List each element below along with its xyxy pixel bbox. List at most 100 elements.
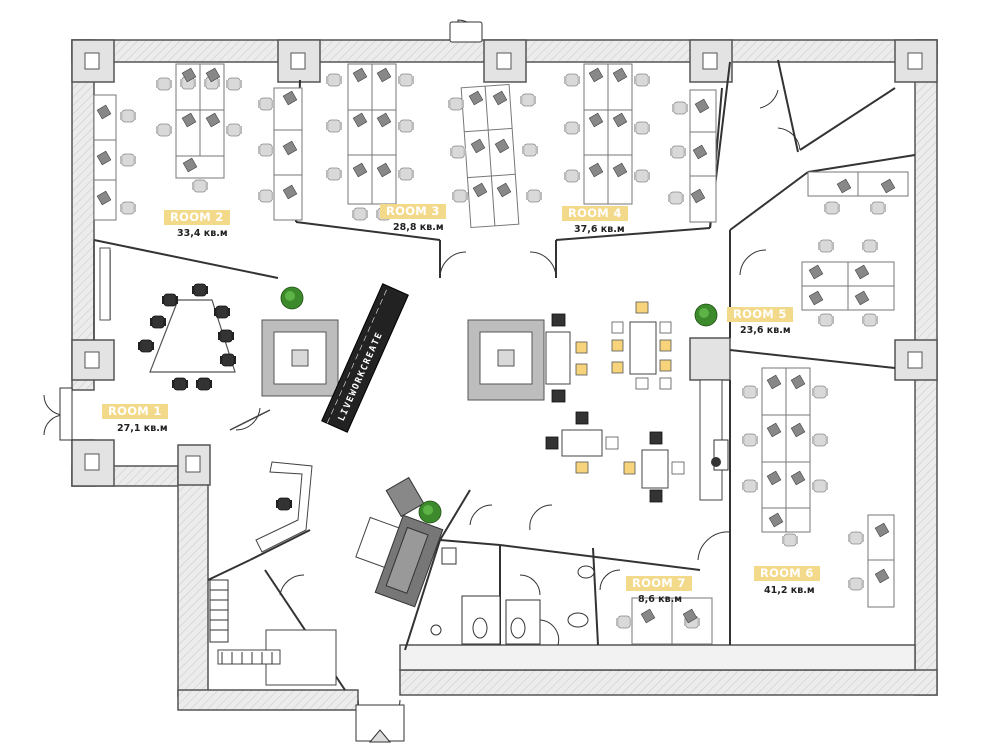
monitor <box>496 182 512 198</box>
chair <box>848 577 864 591</box>
chair <box>742 385 758 399</box>
room-6-tag: ROOM 6 <box>754 566 820 581</box>
chair <box>450 145 466 159</box>
monitor <box>612 67 628 83</box>
monitor <box>836 178 852 194</box>
monitor <box>790 470 806 486</box>
chair <box>670 145 686 159</box>
chair <box>526 189 542 203</box>
chair <box>156 77 172 91</box>
monitor <box>766 374 782 390</box>
chair <box>564 169 580 183</box>
monitor <box>588 162 604 178</box>
wall-left-upper <box>71 39 95 391</box>
room-4-area: 37,6 кв.м <box>574 224 625 235</box>
chair <box>156 123 172 137</box>
monitor <box>682 608 698 624</box>
chair <box>616 615 632 629</box>
chair <box>120 109 136 123</box>
chair <box>352 207 368 221</box>
room-4-tag: ROOM 4 <box>562 206 628 221</box>
chair <box>812 385 828 399</box>
monitor <box>352 67 368 83</box>
monitor <box>588 112 604 128</box>
chair <box>818 313 834 327</box>
chair <box>672 101 688 115</box>
monitor <box>766 470 782 486</box>
room3-desks <box>347 63 520 229</box>
chair <box>564 121 580 135</box>
monitor <box>282 90 298 106</box>
monitor <box>854 290 870 306</box>
monitor <box>494 138 510 154</box>
wall-left-inner <box>177 465 209 697</box>
monitor <box>690 188 706 204</box>
chair <box>452 189 468 203</box>
chair <box>812 433 828 447</box>
wall-bottom-ledge <box>399 644 916 671</box>
monitor <box>694 98 710 114</box>
monitor <box>96 150 112 166</box>
reception <box>217 461 403 686</box>
room-2-area: 33,4 кв.м <box>177 228 228 239</box>
monitor <box>468 90 484 106</box>
chair <box>326 119 342 133</box>
monitor <box>768 512 784 528</box>
chair-dark <box>172 377 188 391</box>
monitor <box>588 67 604 83</box>
chair <box>326 73 342 87</box>
chair <box>192 179 208 193</box>
wall-bottom-right <box>399 669 938 696</box>
room-7-tag: ROOM 7 <box>626 576 692 591</box>
chair <box>818 239 834 253</box>
room-5-area: 23,6 кв.м <box>740 325 791 336</box>
monitor <box>182 157 198 173</box>
chair <box>398 167 414 181</box>
chair <box>634 73 650 87</box>
chair <box>742 433 758 447</box>
monitor <box>96 104 112 120</box>
room-2-tag: ROOM 2 <box>164 210 230 225</box>
chair <box>258 97 274 111</box>
storage-rack <box>209 579 273 664</box>
monitor <box>205 67 221 83</box>
monitor <box>96 190 112 206</box>
monitor <box>790 374 806 390</box>
wall-bottom-mid <box>177 689 359 711</box>
monitor <box>181 112 197 128</box>
room-1-area: 27,1 кв.м <box>117 423 168 434</box>
monitor <box>205 112 221 128</box>
chair <box>398 73 414 87</box>
chair <box>258 143 274 157</box>
chair <box>782 533 798 547</box>
chair <box>668 191 684 205</box>
chair <box>812 479 828 493</box>
chair <box>120 201 136 215</box>
chair-dark <box>138 339 154 353</box>
chair <box>564 73 580 87</box>
chair <box>848 531 864 545</box>
chair <box>742 479 758 493</box>
monitor <box>692 144 708 160</box>
chair-dark <box>218 329 234 343</box>
chair <box>398 119 414 133</box>
monitor <box>854 264 870 280</box>
monitor <box>181 67 197 83</box>
monitor <box>640 608 656 624</box>
sofa <box>374 476 444 608</box>
chair <box>870 201 886 215</box>
chair <box>326 167 342 181</box>
monitor <box>612 112 628 128</box>
monitor <box>282 184 298 200</box>
room-3-tag: ROOM 3 <box>380 204 446 219</box>
monitor <box>352 162 368 178</box>
monitors-layer <box>96 67 896 624</box>
chair <box>634 121 650 135</box>
doors <box>43 19 801 723</box>
room-5-tag: ROOM 5 <box>727 307 793 322</box>
chair-dark <box>192 283 208 297</box>
monitor <box>790 422 806 438</box>
monitor <box>470 138 486 154</box>
chair <box>258 189 274 203</box>
